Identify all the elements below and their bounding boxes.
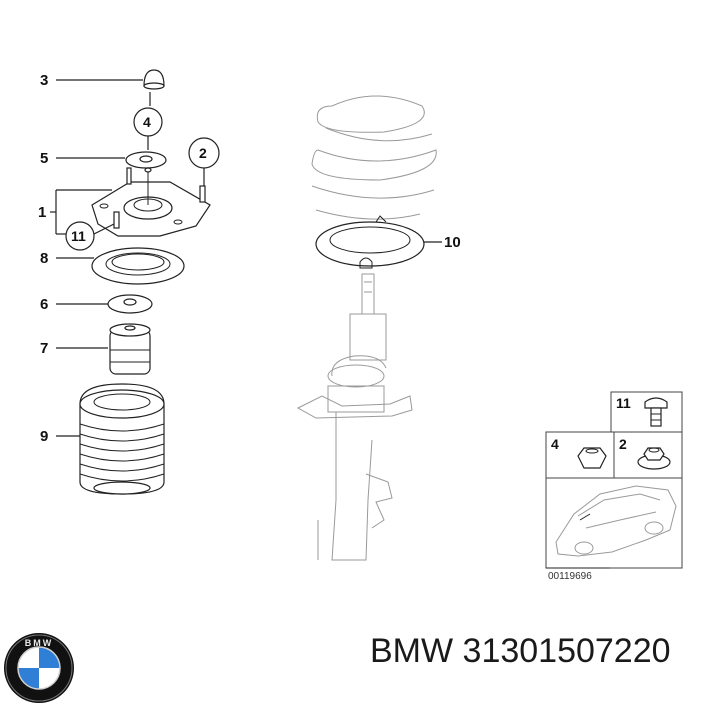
- inset-num-4: 4: [551, 436, 559, 452]
- callout-11: 11: [71, 228, 86, 244]
- inset-nut-icon: [577, 447, 607, 469]
- bmw-logo-lettering: BMW: [25, 638, 54, 648]
- callout-2: 2: [199, 145, 207, 161]
- callout-6: 6: [40, 296, 48, 313]
- part-number-caption: BMW 31301507220: [370, 632, 671, 670]
- callout-4: 4: [143, 114, 151, 130]
- circle-callout-11: [65, 221, 95, 251]
- callout-8: 8: [40, 250, 48, 267]
- callout-5: 5: [40, 150, 48, 167]
- inset-bolt-icon: [644, 397, 668, 427]
- part-6-washer: [107, 294, 153, 314]
- callout-10: 10: [444, 234, 461, 251]
- inset-num-2: 2: [619, 436, 627, 452]
- inset-num-11: 11: [616, 395, 631, 411]
- callout-9: 9: [40, 428, 48, 445]
- inset-ref-code: 00119696: [548, 571, 592, 582]
- strut-body: [296, 273, 413, 561]
- bmw-logo: BMW: [4, 633, 74, 703]
- part-9-dust-boot: [79, 383, 165, 495]
- part-7-bump-stop: [109, 323, 151, 375]
- callout-1: 1: [38, 204, 46, 221]
- part-5-washer: [125, 151, 167, 169]
- part-10-spring-seat: [315, 215, 425, 269]
- callout-7: 7: [40, 340, 48, 357]
- callout-3: 3: [40, 72, 48, 89]
- inset-car-sketch: [555, 485, 677, 557]
- part-8-bearing-ring: [91, 247, 185, 285]
- coil-spring: [311, 95, 437, 220]
- part-3-dust-cap: [143, 69, 165, 90]
- inset-flange-nut-icon: [637, 447, 671, 470]
